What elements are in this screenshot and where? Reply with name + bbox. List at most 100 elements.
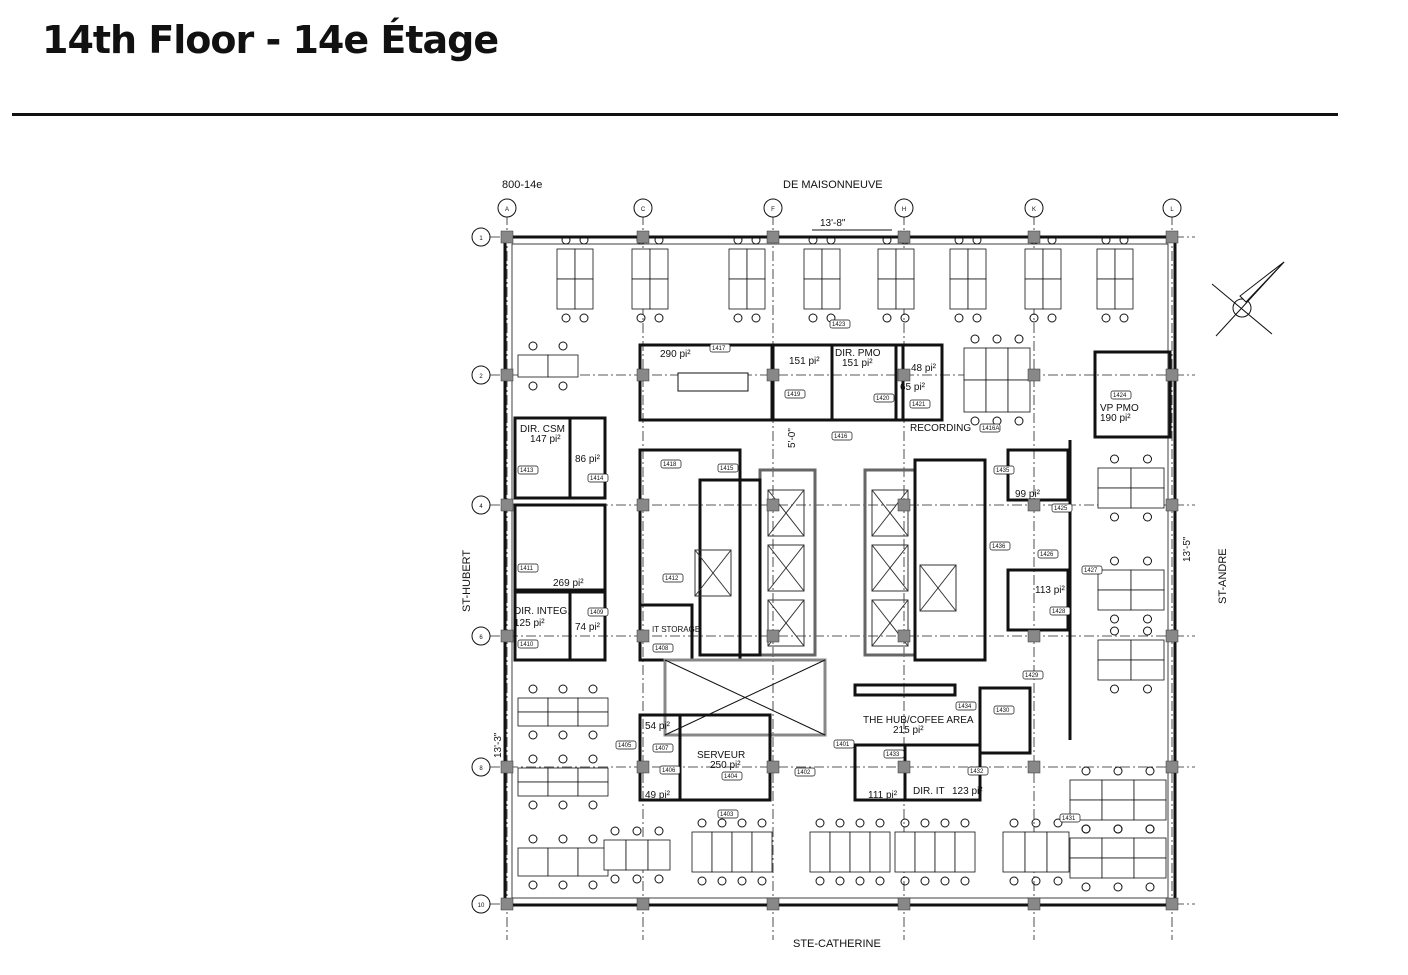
room-number: 1416 [834,434,848,440]
desk [556,248,576,280]
chair [1053,876,1063,886]
room-number: 1412 [665,576,679,582]
dimension-north: 13'-8" [820,218,846,229]
chair [1110,614,1119,624]
room-number-tag [717,809,739,819]
room-number: 1432 [970,769,984,775]
grid-label-row: 10 [478,903,485,909]
room-number-tag [659,765,681,775]
column [766,897,780,911]
desk [1096,278,1116,310]
grid-bubble-row [471,894,491,914]
desk [728,248,748,280]
desk [1097,589,1132,611]
chair [528,341,538,351]
room-area: 151 pi² [789,356,820,367]
column [897,760,911,774]
chair [1081,766,1091,776]
room-number-tag [517,465,539,475]
chair [875,876,885,886]
chair [882,235,892,245]
chair [940,876,950,886]
chair [954,235,964,245]
column [1027,760,1041,774]
desk [1007,347,1031,381]
room-number: 1407 [655,746,669,752]
room-number-tag [517,639,539,649]
room-area: 190 pi² [1100,413,1131,424]
desk [1097,467,1132,489]
desk [914,831,936,873]
grid-bubble-col [894,198,914,218]
chair [528,684,538,694]
chair [808,313,818,323]
chair [757,818,767,828]
column [1165,498,1179,512]
plan-code: 800-14e [502,179,542,191]
title-divider [12,113,1338,116]
room-number-tag [662,573,684,583]
exterior-wall [503,235,1177,907]
workstations [517,235,1167,892]
desk [751,831,773,873]
chair [882,313,892,323]
column [500,897,514,911]
room-number: 1424 [1113,393,1127,399]
elevator-shafts [694,489,957,647]
room-number: 1401 [836,742,850,748]
desk [1130,467,1165,489]
desk [574,248,594,280]
chair [654,235,664,245]
elevator [871,489,909,537]
column [897,230,911,244]
room-area: 113 pi² [1035,585,1066,596]
desk [631,248,651,280]
elevator [767,599,805,647]
desk [1096,248,1116,280]
room-name: THE HUB/COFEE AREA [863,715,974,726]
grid-bubble-col [497,198,517,218]
desk [1133,837,1167,859]
column [766,498,780,512]
chair [1110,512,1119,522]
street-west: ST-HUBERT [461,550,473,612]
column [1165,897,1179,911]
grid-label-col: L [1170,207,1174,213]
grid-bubble-row [471,227,491,247]
desk [517,767,549,783]
chair [1081,824,1091,834]
grid-bubble-row [471,626,491,646]
elevator-cross [871,599,909,647]
chair [1113,824,1123,834]
chair [579,313,589,323]
chair [920,876,930,886]
desk [746,248,766,280]
room-number-tag [587,473,609,483]
grid-label-row: 8 [479,766,483,772]
desk [728,278,748,310]
chair [558,880,568,890]
desk [1101,857,1135,879]
column [1165,368,1179,382]
room-number-tag [517,563,539,573]
room-area: 54 pi² [645,721,671,732]
desk [603,839,627,871]
grid-label-row: 4 [479,504,483,510]
chair [558,381,568,391]
chair [1031,876,1041,886]
chair [1101,235,1111,245]
room-number: 1431 [1062,816,1076,822]
room-name: DIR. CSM [520,424,565,435]
desk [1101,837,1135,859]
grid-bubble-col [763,198,783,218]
column [636,629,650,643]
chair [1143,626,1152,636]
exterior-wall-inner [511,243,1169,899]
chair [757,876,767,886]
room-area: 290 pi² [660,349,691,360]
chair [1031,818,1041,828]
chair [835,818,845,828]
column [500,629,514,643]
street-north: DE MAISONNEUVE [783,179,883,191]
grid-label-col: A [505,207,509,213]
